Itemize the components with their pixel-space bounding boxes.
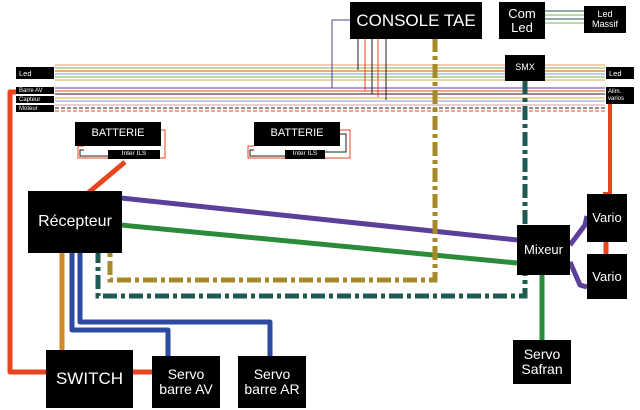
bus-label-led-left: Led — [16, 67, 54, 79]
bus-label-alim-varios: Alim. varios — [606, 87, 634, 104]
switch: SWITCH — [46, 350, 133, 408]
servo-safran: Servo Safran — [513, 340, 571, 384]
inter-ils-right: Inter ILS — [285, 150, 325, 159]
servo-barre-ar: Servo barre AR — [238, 356, 306, 408]
servo-barre-av: Servo barre AV — [152, 356, 220, 408]
thick-wires — [7, 38, 612, 375]
recepteur: Récepteur — [28, 191, 122, 253]
com-led: Com Led — [499, 2, 545, 39]
bus-label-barre-av: Barre AV — [16, 87, 54, 94]
top-bus-lines — [55, 10, 605, 159]
battery-right: BATTERIE — [254, 122, 340, 146]
bus-label-moteur: Moteur — [16, 105, 54, 112]
bus-label-capteur: Capteur — [16, 96, 54, 103]
battery-left: BATTERIE — [75, 122, 161, 146]
led-massif: Led Massif — [584, 6, 626, 33]
inter-ils-left: Inter ILS — [108, 150, 160, 159]
bus-label-led-right: Led — [606, 67, 634, 79]
vario-bottom: Vario — [587, 254, 627, 299]
console-tae: CONSOLE TAE — [350, 2, 482, 39]
mixeur: Mixeur — [517, 225, 570, 275]
vario-top: Vario — [587, 194, 627, 242]
smx-module: SMX — [505, 55, 545, 81]
